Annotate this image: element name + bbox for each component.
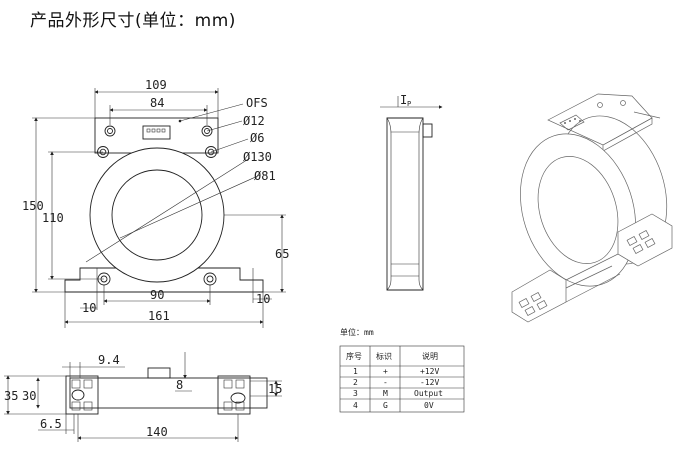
front-base xyxy=(64,267,264,293)
dim-height-overall: 150 xyxy=(22,199,44,213)
pin-table: 单位：mm 序号 标识 说明 1 + +12V 2 - -12V 3 M Out… xyxy=(339,327,465,413)
dim-base-hole-spacing: 90 xyxy=(150,288,164,302)
iso-base-left xyxy=(511,269,567,323)
bottom-left-slot xyxy=(71,389,85,401)
label-dia-130: Ø130 xyxy=(243,150,272,164)
dim-6-5: 6.5 xyxy=(40,417,62,431)
top-left-hole-outer xyxy=(104,125,116,137)
dim-hole-spacing-top: 84 xyxy=(150,96,164,110)
dim-left-offset: 10 xyxy=(82,301,96,315)
outer-ring xyxy=(89,147,225,283)
connector-housing xyxy=(142,125,171,140)
table-row-1-index: 1 xyxy=(353,367,358,376)
bottom-right-slot xyxy=(230,392,246,404)
front-view: 109 84 OFS Ø12 Ø6 Ø130 Ø81 150 110 65 xyxy=(22,78,289,328)
current-label: I xyxy=(400,93,407,107)
table-row-4-index: 4 xyxy=(353,401,358,410)
inner-window xyxy=(111,169,203,261)
dim-35: 35 xyxy=(4,389,18,403)
current-label-sub: P xyxy=(407,100,411,108)
dim-right-offset: 10 xyxy=(256,292,270,306)
table-row-3-index: 3 xyxy=(353,389,358,398)
dim-140: 140 xyxy=(146,425,168,439)
bottom-view: 9.4 8 35 30 15 6.5 140 xyxy=(4,352,282,442)
label-ofs: OFS xyxy=(246,96,268,110)
dim-30: 30 xyxy=(22,389,36,403)
table-header-mark: 标识 xyxy=(376,351,392,361)
dim-9-4: 9.4 xyxy=(98,353,120,367)
table-row-4-desc: 0V xyxy=(424,401,434,410)
dim-height-110: 110 xyxy=(42,211,64,225)
table-row-1-desc: +12V xyxy=(420,367,439,376)
dim-15: 15 xyxy=(268,382,282,396)
bottom-top-tab xyxy=(147,367,171,379)
iso-ring-front xyxy=(520,133,636,287)
table-units-caption: 单位：mm xyxy=(340,327,374,337)
table-row-2-desc: -12V xyxy=(420,378,439,387)
label-dia-12: Ø12 xyxy=(243,114,265,128)
page-title: 产品外形尺寸(单位：mm) xyxy=(30,11,236,31)
iso-inner-window xyxy=(537,156,619,264)
table-header-desc: 说明 xyxy=(422,351,438,361)
table-row-2-mark: - xyxy=(383,378,388,387)
table-row-3-mark: M xyxy=(383,389,388,398)
table-row-1-mark: + xyxy=(383,367,388,376)
dim-8: 8 xyxy=(176,378,183,392)
table-row-2-index: 2 xyxy=(353,378,358,387)
dim-width-overall: 109 xyxy=(145,78,167,92)
table-header-index: 序号 xyxy=(346,351,362,361)
label-dia-6: Ø6 xyxy=(250,131,264,145)
dim-base-width: 161 xyxy=(148,309,170,323)
mid-right-hole xyxy=(205,146,217,158)
iso-connector xyxy=(559,114,585,131)
label-dia-81: Ø81 xyxy=(254,169,276,183)
side-connector xyxy=(422,123,433,138)
table-row-4-mark: G xyxy=(383,401,388,410)
top-right-hole-outer xyxy=(201,125,213,137)
isometric-view xyxy=(511,93,673,323)
side-view: I P xyxy=(380,93,443,291)
table-row-3-desc: Output xyxy=(414,389,443,398)
base-right-hole xyxy=(203,272,217,286)
dim-height-65: 65 xyxy=(275,247,289,261)
